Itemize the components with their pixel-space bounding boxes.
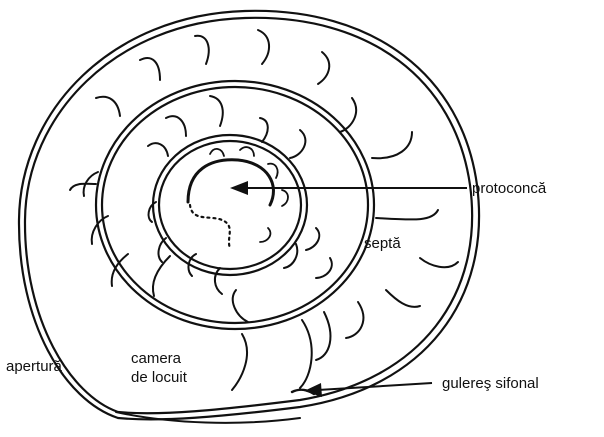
leaders bbox=[230, 181, 467, 397]
label-camera-line2: de locuit bbox=[131, 369, 188, 386]
guleras-arrowhead bbox=[304, 383, 322, 397]
label-guleras: gulereş sifonal bbox=[442, 375, 539, 392]
label-camera-line1: camera bbox=[131, 350, 182, 367]
protoconca-arrowhead bbox=[230, 181, 248, 195]
label-protoconca: protoconcă bbox=[472, 180, 547, 197]
protoconch-dotted-siphuncle bbox=[190, 205, 230, 248]
label-apertura: apertură bbox=[6, 358, 63, 375]
outer-whorl bbox=[19, 11, 479, 420]
inner-spiral bbox=[188, 160, 273, 205]
label-septa: septă bbox=[364, 235, 401, 252]
inner-septa bbox=[148, 96, 332, 294]
